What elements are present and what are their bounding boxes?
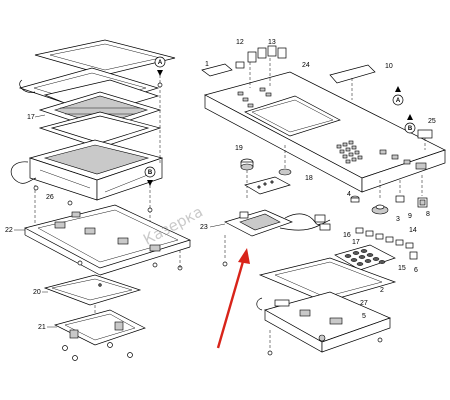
key-strip bbox=[355, 227, 414, 249]
label-part-4: 4 bbox=[347, 191, 351, 198]
label-part-20: 20 bbox=[33, 289, 41, 296]
label-part-14: 14 bbox=[409, 227, 417, 234]
part-4-knob bbox=[350, 195, 360, 203]
callout-a-right: A bbox=[392, 86, 404, 106]
label-part-9: 9 bbox=[408, 213, 412, 220]
red-pointer-arrow bbox=[216, 248, 250, 349]
label-part-8: 8 bbox=[426, 211, 430, 218]
membrane-sheet-2 bbox=[258, 257, 397, 303]
label-part-10: 10 bbox=[385, 63, 393, 70]
label-part-22: 22 bbox=[5, 227, 13, 234]
label-part-5: 5 bbox=[362, 313, 366, 320]
part-10-cover bbox=[329, 64, 376, 84]
key-cap-13 bbox=[267, 45, 277, 57]
label-part-24: 24 bbox=[302, 62, 310, 69]
right-assembly bbox=[201, 45, 446, 356]
label-part-26: 26 bbox=[46, 194, 54, 201]
key-grid bbox=[336, 140, 363, 164]
part-19-knob bbox=[240, 158, 254, 171]
label-part-18: 18 bbox=[305, 175, 313, 182]
label-part-12: 12 bbox=[236, 39, 244, 46]
rubber-keypad bbox=[334, 244, 396, 271]
board-cable-2 bbox=[279, 224, 321, 231]
left-part-labels: 17 26 22 20 21 bbox=[5, 114, 57, 331]
svg-text:B: B bbox=[148, 170, 153, 176]
label-part-27: 27 bbox=[360, 300, 368, 307]
svg-text:A: A bbox=[396, 98, 401, 104]
label-part-2: 2 bbox=[380, 287, 384, 294]
part-25-cover bbox=[417, 129, 433, 139]
callout-b-right: B bbox=[404, 114, 416, 134]
part-6 bbox=[409, 251, 418, 260]
right-part-labels: 1 12 13 24 10 25 19 18 4 3 9 8 23 16 17 … bbox=[200, 39, 436, 320]
label-part-16: 16 bbox=[343, 232, 351, 239]
part-3-dial bbox=[371, 204, 389, 215]
label-part-3: 3 bbox=[396, 216, 400, 223]
label-part-17-right: 17 bbox=[352, 239, 360, 246]
callout-b-left: B bbox=[144, 166, 156, 186]
label-part-1: 1 bbox=[205, 61, 209, 68]
pcb-cable bbox=[256, 297, 263, 311]
part-18 bbox=[278, 168, 292, 176]
top-cover-frame bbox=[34, 39, 176, 76]
part-1-sheet bbox=[201, 63, 233, 77]
label-part-15: 15 bbox=[398, 265, 406, 272]
label-part-25: 25 bbox=[428, 118, 436, 125]
callout-a-left: A bbox=[154, 56, 166, 76]
key-cap-12 bbox=[247, 51, 257, 63]
bottom-bracket bbox=[54, 309, 146, 346]
control-pcb bbox=[43, 274, 142, 306]
svg-text:B: B bbox=[408, 126, 413, 132]
label-part-17: 17 bbox=[27, 114, 35, 121]
svg-text:A: A bbox=[158, 60, 163, 66]
left-assembly bbox=[10, 39, 191, 361]
label-part-21: 21 bbox=[38, 324, 46, 331]
part-8-button bbox=[417, 197, 428, 208]
label-part-13: 13 bbox=[268, 39, 276, 46]
label-part-6: 6 bbox=[414, 267, 418, 274]
part-9-button bbox=[395, 195, 405, 203]
label-part-23: 23 bbox=[200, 224, 208, 231]
display-window bbox=[244, 95, 341, 137]
rubber-sheet bbox=[244, 176, 291, 195]
flex-cable bbox=[19, 79, 36, 93]
label-part-19: 19 bbox=[235, 145, 243, 152]
